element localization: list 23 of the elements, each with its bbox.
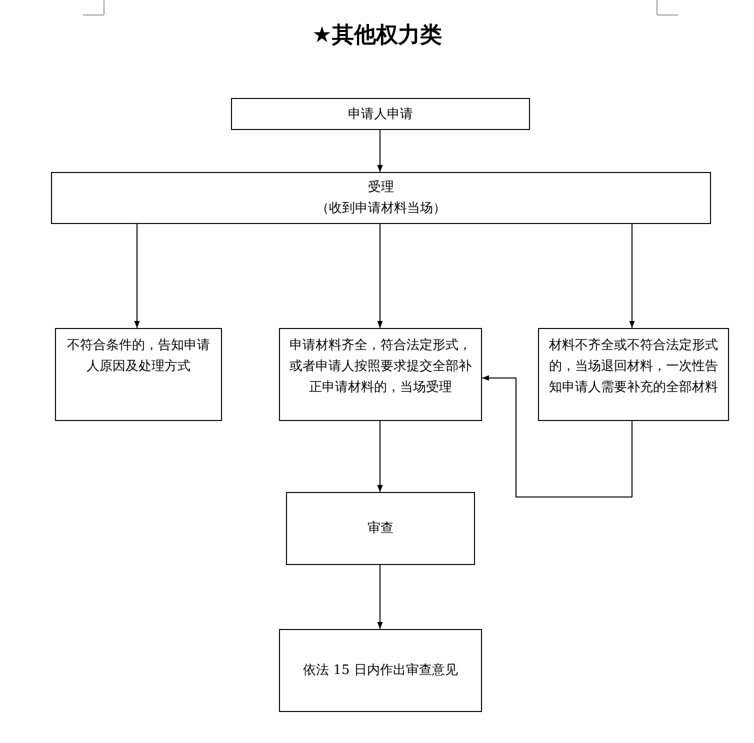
process-box	[279, 629, 482, 712]
process-box	[51, 172, 711, 224]
arrow	[629, 224, 635, 328]
box-text: 材料不齐全或不符合法定形式的，当场退回材料，一次性告知申请人需要补充的全部材料	[548, 337, 719, 397]
arrow	[377, 130, 383, 172]
arrow	[377, 420, 383, 492]
box-text: 审查	[368, 520, 394, 538]
box-text: （收到申请材料当场）	[316, 200, 446, 218]
box-text: 不符合条件的，告知申请人原因及处理方式	[66, 337, 211, 376]
arrow	[377, 224, 383, 328]
process-box	[231, 98, 530, 130]
box-text: 申请材料齐全，符合法定形式，或者申请人按照要求提交全部补正申请材料的，当场受理	[288, 337, 472, 397]
process-box	[279, 328, 482, 421]
title: ★其他权力类	[311, 22, 443, 50]
process-box	[55, 328, 222, 421]
box-text: 依法 15 日内作出审查意见	[303, 662, 458, 680]
box-text: 受理	[368, 179, 394, 197]
arrow	[482, 375, 632, 498]
arrow	[134, 224, 140, 328]
process-box	[538, 328, 729, 421]
arrow	[377, 564, 383, 630]
process-box	[286, 492, 475, 565]
box-text: 申请人申请	[348, 106, 413, 124]
